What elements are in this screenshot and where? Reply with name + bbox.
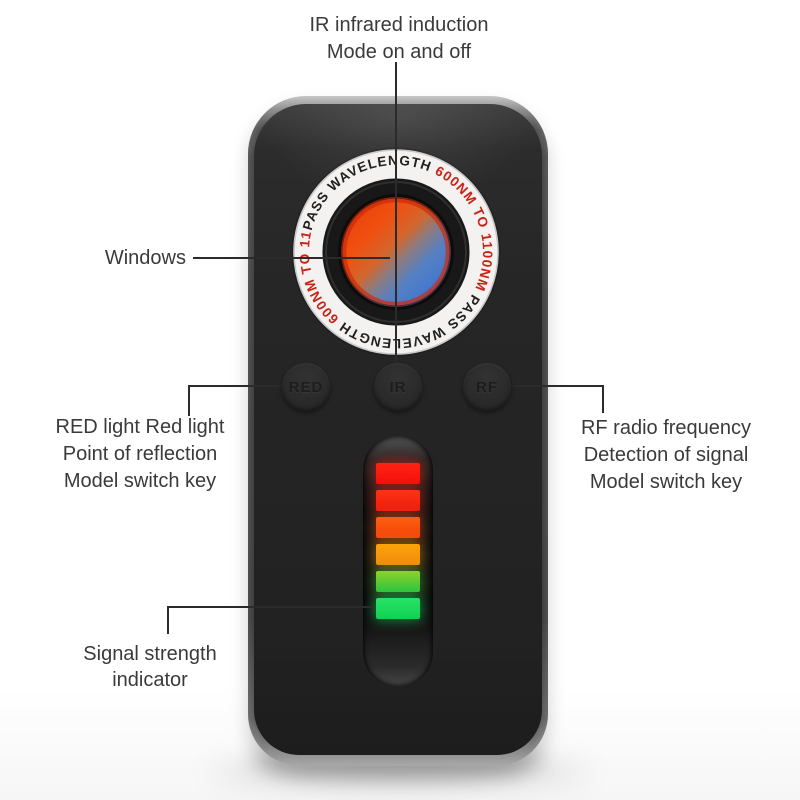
red-annotation-line-3: Model switch key [63,470,217,492]
rf-button-label: RF [476,378,498,396]
windows-annotation-label: Windows [104,247,186,269]
ir-mode-button: IR [374,363,422,411]
signal-bar-red-2 [376,490,420,511]
leader-line-red-h [188,385,308,387]
red-annotation-line-2: Point of reflection [62,443,218,465]
signal-annotation-line-2: indicator [112,669,188,691]
signal-annotation-line-1: Signal strength [83,643,217,665]
red-annotation-line-1: RED light Red light [55,416,225,438]
leader-line-signal-h [167,606,372,608]
ir-annotation-line-1: IR infrared induction [309,14,489,36]
rf-annotation-line-3: Model switch key [589,471,743,493]
red-button-label: RED [288,378,324,396]
signal-bar-green-2 [376,598,420,619]
leader-line-windows [193,257,390,259]
leader-line-red-v [188,385,190,416]
red-mode-button: RED [282,363,330,411]
ir-button-label: IR [389,378,407,396]
signal-bar-green-1 [376,571,420,592]
leader-line-rf-v [602,385,604,413]
rf-annotation-line-1: RF radio frequency [580,417,752,439]
leader-line-rf-h [488,385,604,387]
rf-annotation-line-2: Detection of signal [583,444,749,466]
red-annotation: RED light Red light Point of reflection … [30,414,250,495]
leader-line-signal-v [167,606,169,634]
rf-annotation: RF radio frequency Detection of signal M… [556,415,776,496]
signal-strength-indicator [363,435,433,687]
signal-annotation: Signal strength indicator [40,641,260,693]
signal-bar-red-1 [376,463,420,484]
leader-line-ir [395,62,397,365]
signal-bar-orange-2 [376,544,420,565]
windows-annotation: Windows [84,245,186,272]
signal-bar-orange-1 [376,517,420,538]
ir-annotation: IR infrared induction Mode on and off [249,12,549,66]
ir-annotation-line-2: Mode on and off [326,41,472,63]
rf-mode-button: RF [463,363,511,411]
